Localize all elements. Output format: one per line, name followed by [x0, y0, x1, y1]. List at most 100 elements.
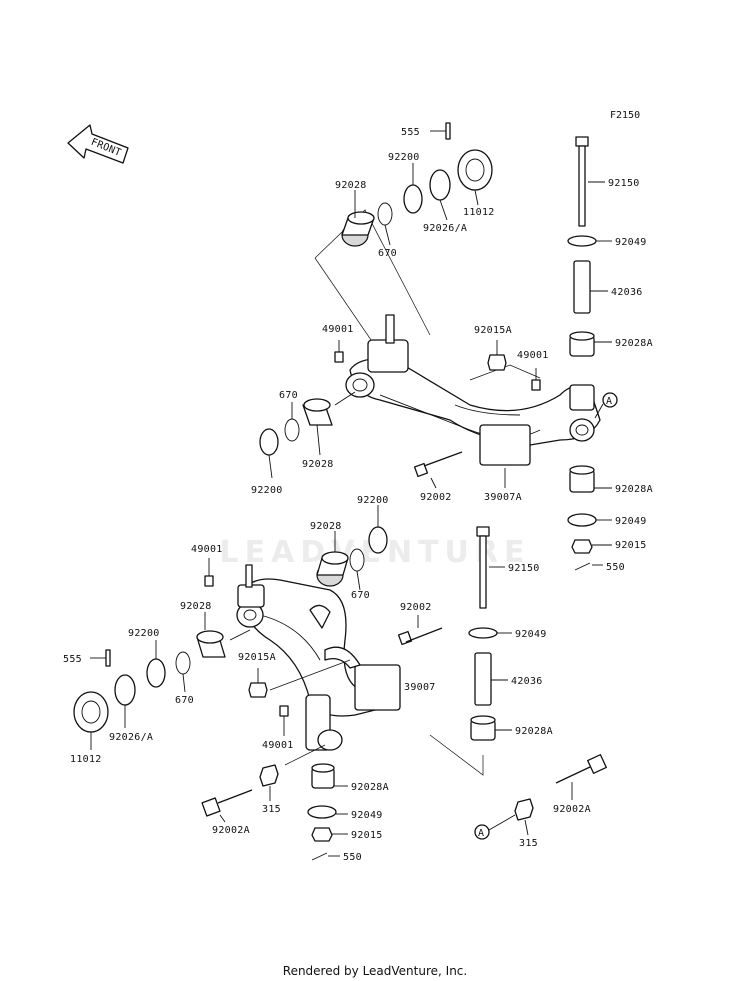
label-92200-top: 92200	[388, 152, 420, 163]
label-49001-low: 49001	[191, 544, 223, 555]
label-92028-lowtop: 92028	[310, 521, 342, 532]
cotter-pin-550-r1	[574, 562, 591, 571]
label-92028a-low1: 92028A	[515, 726, 553, 737]
label-92200-mid: 92200	[251, 485, 283, 496]
leader-lower-3	[429, 734, 484, 776]
bushing-92028-mid	[302, 398, 333, 426]
label-49001-top2: 49001	[517, 350, 549, 361]
label-92150-top: 92150	[608, 178, 640, 189]
label-42036-low: 42036	[511, 676, 543, 687]
bolt-92150-top	[575, 136, 605, 227]
bushing-92028a-low1	[470, 715, 512, 741]
label-92028a-top1: 92028A	[615, 338, 653, 349]
lower-swing-arm	[236, 564, 401, 751]
svg-text:A: A	[606, 396, 612, 407]
nut-315-left	[259, 764, 279, 787]
label-92200-low: 92200	[128, 628, 160, 639]
nut-92015-r1	[571, 539, 593, 554]
label-92015a-top: 92015A	[474, 325, 512, 336]
label-315-right: 315	[519, 838, 538, 849]
nut-315-right	[514, 798, 534, 821]
label-670-low: 670	[175, 695, 194, 706]
bracket-39007a	[479, 424, 531, 466]
label-315-left: 315	[262, 804, 281, 815]
label-670-lowtop: 670	[351, 590, 370, 601]
label-670-mid: 670	[279, 390, 298, 401]
label-92049-low: 92049	[515, 629, 547, 640]
label-11012-low: 11012	[70, 754, 102, 765]
nut-92015-low	[311, 827, 333, 842]
pin-555-low	[105, 649, 111, 667]
label-92002a-right: 92002A	[553, 804, 591, 815]
oring-670-top	[377, 202, 393, 226]
collar-42036-top	[573, 260, 591, 314]
label-39007: 39007	[404, 682, 436, 693]
part-labels: 555 92150 92200 11012 92026/A 92028 670 …	[63, 127, 653, 863]
label-49001-low2: 49001	[262, 740, 294, 751]
callout-a-low: A	[474, 814, 516, 840]
washer-92200-top	[403, 184, 423, 214]
label-555-top: 555	[401, 127, 420, 138]
seal-11012-low	[73, 691, 109, 750]
grease-nipple-49001-low2	[279, 705, 289, 717]
leader-lower-1	[269, 659, 351, 691]
label-92026a-top: 92026/A	[423, 223, 467, 234]
label-550-r1: 550	[606, 562, 625, 573]
label-92026a-low: 92026/A	[109, 732, 153, 743]
collar-42036-low	[474, 652, 492, 706]
bolt-92002-mid	[413, 451, 463, 489]
label-92049-r1: 92049	[615, 516, 647, 527]
label-92002a-left: 92002A	[212, 825, 250, 836]
label-39007a: 39007A	[484, 492, 522, 503]
label-92150-low: 92150	[508, 563, 540, 574]
leader-lower-2	[284, 744, 326, 766]
label-550-low: 550	[343, 852, 362, 863]
bracket-39007	[354, 664, 401, 711]
washer-92026a-low	[114, 674, 136, 706]
bolt-92002-low	[397, 615, 443, 646]
washer-92026a-top	[429, 169, 451, 201]
washer-92049-low2	[307, 805, 337, 819]
nut-92015a-low	[248, 682, 268, 698]
washer-92200-lowtop	[368, 526, 388, 554]
label-92049-low2: 92049	[351, 810, 383, 821]
label-92028-top: 92028	[335, 180, 367, 191]
label-92028a-top2: 92028A	[615, 484, 653, 495]
label-92002-low: 92002	[400, 602, 432, 613]
label-92002-mid: 92002	[420, 492, 452, 503]
label-92028-low: 92028	[180, 601, 212, 612]
label-92049-top: 92049	[615, 237, 647, 248]
washer-92200-mid	[259, 428, 279, 456]
oring-670-mid	[284, 418, 300, 442]
front-arrow-icon: FRONT	[67, 124, 129, 164]
label-11012-top: 11012	[463, 207, 495, 218]
bushing-92028a-low2	[311, 763, 348, 789]
label-42036-top: 42036	[611, 287, 643, 298]
leader-upper-left	[314, 209, 431, 336]
label-92015-r1: 92015	[615, 540, 647, 551]
bolt-92150-low	[476, 526, 505, 609]
label-92015-low: 92015	[351, 830, 383, 841]
oring-670-low	[175, 651, 191, 675]
pin-555-top	[445, 122, 451, 140]
grease-nipple-49001-low	[204, 575, 214, 587]
grease-nipple-49001-top	[334, 351, 344, 363]
label-92028-mid: 92028	[302, 459, 334, 470]
bushing-92028-lowtop	[316, 551, 349, 587]
oring-670-lowtop	[349, 548, 365, 572]
cotter-pin-550-low	[311, 852, 328, 861]
upper-swing-arm	[345, 314, 601, 466]
nut-92015a-top	[487, 354, 507, 371]
svg-text:A: A	[478, 828, 484, 839]
seal-11012-top	[457, 149, 493, 206]
washer-92049-low	[468, 627, 498, 639]
bushing-92028-low	[196, 630, 226, 658]
bushing-92028-top	[341, 211, 375, 247]
washer-92049-r1	[567, 513, 597, 527]
label-555-low: 555	[63, 654, 82, 665]
figure-code: F2150	[610, 110, 641, 121]
bolt-92002a-right	[555, 754, 607, 800]
bushing-92028a-top2	[569, 465, 612, 493]
washer-92200-low	[146, 658, 166, 688]
footer-credit: Rendered by LeadVenture, Inc.	[282, 964, 468, 978]
